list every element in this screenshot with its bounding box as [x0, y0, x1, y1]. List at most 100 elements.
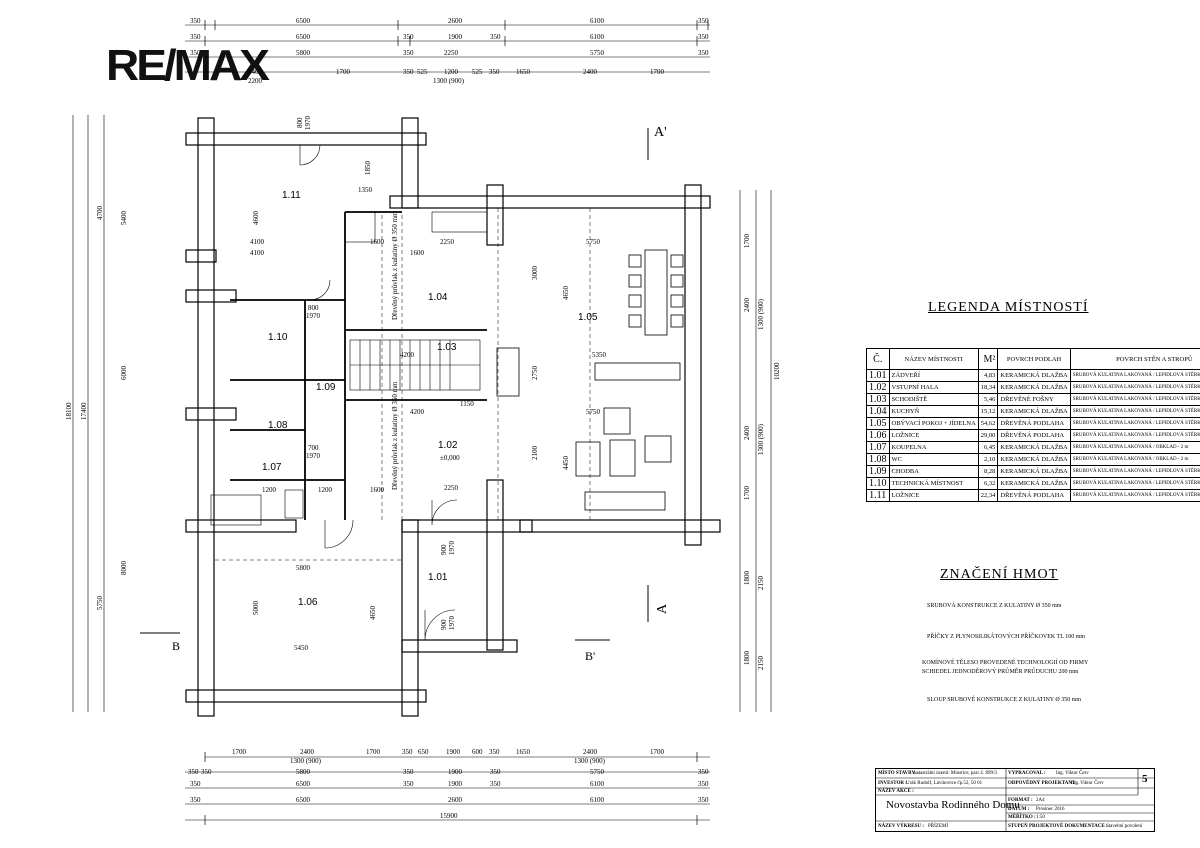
idim-22: 4650	[369, 606, 377, 621]
legend-cell-walls: SRUBOVÁ KULATINA LAKOVANÁ / LEPIDLOVÁ ST…	[1069, 369, 1200, 382]
dim-bot1-4: 650	[418, 748, 429, 756]
legend-cell-name: WC	[888, 453, 979, 466]
tb-project-name: Novostavba Rodinného Domu	[886, 799, 1020, 811]
tb-date-label: DATUM :	[1008, 807, 1030, 812]
legend-header-floor: POVRCH PODLAH	[997, 348, 1071, 370]
dim-left-6: 8000	[120, 561, 128, 576]
legend-header-name: NÁZEV MÍSTNOSTI	[888, 348, 979, 370]
idim-19: 1200	[262, 486, 277, 494]
dim-right-0: 1700	[743, 234, 751, 249]
legend-cell-area: 18,34	[977, 381, 999, 394]
idim-36: 1970	[448, 616, 456, 631]
dim-bot4-1: 6500	[296, 780, 311, 788]
title-block-grid	[876, 769, 1154, 831]
legend-cell-name: LOŽNICE	[888, 429, 979, 442]
section-mark-a-prime: A'	[654, 125, 667, 140]
dim-bot3-6: 5750	[590, 768, 605, 776]
dim-left-5: 5750	[96, 596, 104, 611]
legend-title: LEGENDA MÍSTNOSTÍ	[928, 300, 1089, 315]
dim-top1-1: 6500	[296, 17, 311, 25]
plan-labels: 350 6500 2600 6100 350 350 6500 350 1900…	[65, 17, 781, 820]
idim-26: 1150	[460, 400, 474, 408]
dim-top4-2: 350	[403, 68, 414, 76]
dim-top4-7: 1650	[516, 68, 531, 76]
dim-top3-0: 350	[190, 49, 201, 57]
dim-bot3-2: 5800	[296, 768, 311, 776]
section-mark-b-prime: B'	[585, 649, 595, 663]
legend-cell-walls: SRUBOVÁ KULATINA LAKOVANÁ / OBKLAD - 2 m	[1069, 441, 1200, 454]
idim-16: 1200	[318, 486, 333, 494]
dim-bot4-3: 1900	[448, 780, 463, 788]
tb-investor-value: Urák Rudolf, Lávínovice čp.52, 50 01	[906, 781, 983, 786]
idim-5: 1600	[410, 249, 425, 257]
legend-cell-no: 1.10	[866, 477, 890, 490]
legend-cell-walls: SRUBOVÁ KULATINA LAKOVANÁ / LEPIDLOVÁ ST…	[1069, 465, 1200, 478]
tb-investor-label: INVESTOR :	[878, 781, 907, 786]
tb-scale-value: 1:50	[1036, 815, 1045, 820]
legend-cell-floor: KERAMICKÁ DLAŽBA	[997, 381, 1071, 394]
tb-responsible-label: ODPOVĚDNÝ PROJEKTANT :	[1008, 781, 1079, 786]
dim-bot1-5: 1900	[446, 748, 461, 756]
dim-bot3-4: 1900	[448, 768, 463, 776]
legend-cell-floor: DŘEVĚNÁ PODLAHA	[997, 489, 1071, 502]
dim-right-5: 1300 (900)	[757, 423, 765, 455]
room-1-11: 1.11	[282, 190, 301, 201]
legend-cell-walls: SRUBOVÁ KULATINA LAKOVANÁ / LEPIDLOVÁ ST…	[1069, 405, 1200, 418]
material-log-wall: SRUBOVÁ KONSTRUKCE Z KULATINY Ø 350 mm	[927, 603, 1062, 609]
idim-17: 2250	[444, 484, 459, 492]
dim-top4-9: 1700	[650, 68, 665, 76]
dim-bot5-1: 6500	[296, 796, 311, 804]
legend-cell-area: 29,00	[977, 429, 999, 442]
legend-cell-no: 1.11	[866, 489, 890, 502]
dim-bot3-1: 350	[201, 768, 212, 776]
room-1-05: 1.05	[578, 312, 598, 323]
tb-sheet-number: 5	[1142, 773, 1148, 785]
dim-top4-6: 350	[489, 68, 500, 76]
title-block: MÍSTO STAVBY : katastrální území: Minsti…	[875, 768, 1155, 832]
legend-cell-no: 1.01	[866, 369, 890, 382]
legend-cell-area: 4,83	[977, 369, 999, 382]
idim-31: 900	[440, 544, 448, 555]
idim-24: 1850	[364, 161, 372, 176]
dim-top2-0: 350	[190, 33, 201, 41]
idim-23: 5450	[294, 644, 309, 652]
tb-stage-label: STUPEŇ PROJEKTOVÉ DOKUMENTACE :	[1008, 824, 1108, 829]
dim-bot5-2: 2600	[448, 796, 463, 804]
dim-top4-3: 525	[417, 68, 428, 76]
legend-cell-floor: DŘEVĚNÁ PODLAHA	[997, 417, 1071, 430]
dim-bot3-5: 350	[490, 768, 501, 776]
idim-28: 1970	[304, 116, 312, 131]
dim-bot3-7: 350	[698, 768, 709, 776]
idim-4: 1600	[370, 238, 385, 246]
legend-cell-no: 1.09	[866, 465, 890, 478]
idim-35: 900	[440, 619, 448, 630]
idim-2: 4600	[252, 211, 260, 226]
idim-13: 4200	[410, 408, 425, 416]
dim-bot1-10: 1700	[650, 748, 665, 756]
tb-author-label: VYPRACOVAL :	[1008, 771, 1046, 776]
floor-plan	[72, 20, 772, 825]
idim-32: 1970	[448, 541, 456, 556]
legend-cell-floor: KERAMICKÁ DLAŽBA	[997, 405, 1071, 418]
legend-cell-no: 1.04	[866, 405, 890, 418]
tb-format-value: 2A4	[1036, 798, 1045, 803]
idim-3: 2250	[440, 238, 455, 246]
dim-top2-1: 6500	[296, 33, 311, 41]
dim-top3-5: 350	[698, 49, 709, 57]
dim-top1-4: 350	[698, 17, 709, 25]
legend-cell-no: 1.02	[866, 381, 890, 394]
dim-top3-3: 2250	[444, 49, 459, 57]
dim-bot1-9: 2400	[583, 748, 598, 756]
dim-top5-1: 1300 (900)	[433, 77, 465, 85]
legend-cell-area: 6,32	[977, 477, 999, 490]
dim-top3-1: 5800	[296, 49, 311, 57]
dim-top2-5: 6100	[590, 33, 605, 41]
dim-top2-6: 350	[698, 33, 709, 41]
dim-top4-5: 525	[472, 68, 483, 76]
legend-cell-area: 8,28	[977, 465, 999, 478]
